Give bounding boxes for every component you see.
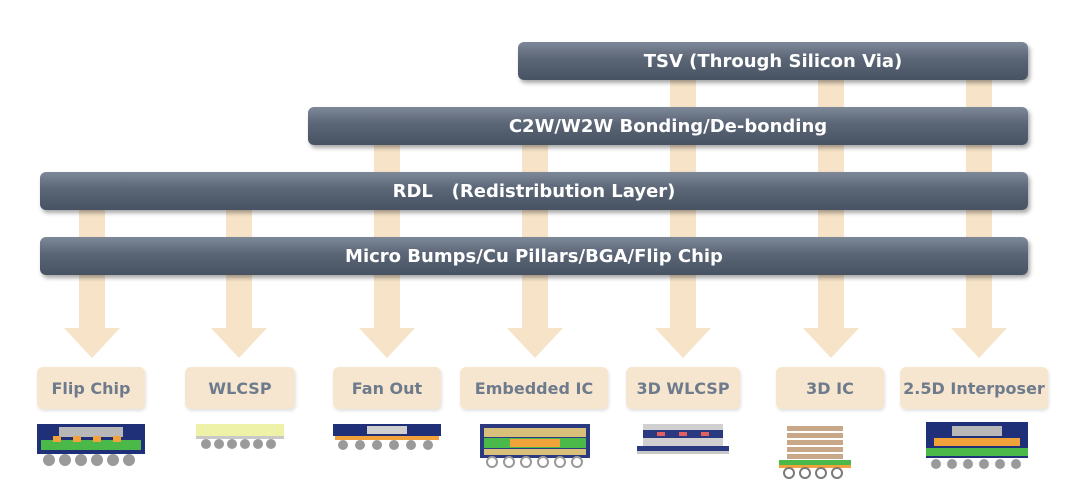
- package-label-fan-out: Fan Out: [333, 367, 441, 409]
- tsv-bar: TSV (Through Silicon Via): [518, 42, 1028, 80]
- bonding-bar: C2W/W2W Bonding/De-bonding: [308, 107, 1028, 145]
- package-label-3d-wlcsp: 3D WLCSP: [626, 367, 740, 409]
- package-label-3d-ic: 3D IC: [776, 367, 884, 409]
- package-label-2-5d-interposer: 2.5D Interposer: [900, 367, 1048, 409]
- embedded-ic-package-illustration: [480, 424, 590, 468]
- arrow-head-wlcsp: [211, 328, 267, 358]
- arrow-head-fan-out: [359, 328, 415, 358]
- wlcsp-package-illustration: [196, 424, 284, 449]
- arrow-head-flip-chip: [64, 328, 120, 358]
- arrow-head-2-5d-interposer: [951, 328, 1007, 358]
- bumps-bar: Micro Bumps/Cu Pillars/BGA/Flip Chip: [40, 237, 1028, 275]
- arrow-head-3d-wlcsp: [655, 328, 711, 358]
- 3d-wlcsp-package-illustration: [637, 424, 729, 454]
- rdl-bar: RDL (Redistribution Layer): [40, 172, 1028, 210]
- arrow-head-embedded-ic: [507, 328, 563, 358]
- package-label-flip-chip: Flip Chip: [37, 367, 145, 409]
- package-label-wlcsp: WLCSP: [185, 367, 295, 409]
- fan-out-package-illustration: [333, 424, 441, 450]
- arrow-head-3d-ic: [803, 328, 859, 358]
- package-label-embedded-ic: Embedded IC: [460, 367, 608, 409]
- 2-5d-interposer-package-illustration: [926, 422, 1028, 469]
- flip-chip-package-illustration: [37, 424, 145, 466]
- 3d-ic-package-illustration: [779, 426, 851, 479]
